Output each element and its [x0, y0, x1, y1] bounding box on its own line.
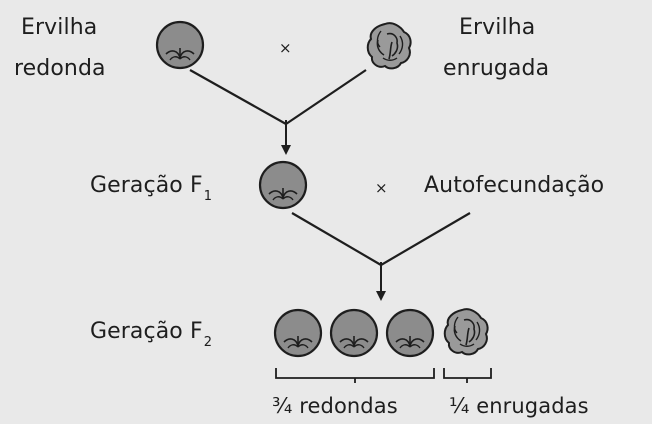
f1-generation-label: Geração F1 [90, 172, 213, 204]
f1-label-text: Geração F [90, 173, 203, 198]
parent-cross-symbol: × [279, 39, 292, 57]
f2-wrinkled-pea-icon [443, 308, 489, 356]
round-ratio-label: ¾ redondas [272, 394, 398, 418]
f2-round-pea-icon [329, 308, 379, 358]
parent-wrinkled-pea-icon [366, 22, 412, 70]
self-fertilization-label: Autofecundação [424, 173, 605, 198]
f2-label-text: Geração F [90, 319, 203, 344]
f1-round-pea-icon [258, 160, 308, 210]
wrinkled-pea-label-line2: enrugada [443, 56, 550, 81]
parent-round-pea-icon [155, 20, 205, 70]
round-group-brace [275, 368, 435, 383]
round-pea-label-line1: Ervilha [21, 15, 98, 40]
wrinkled-ratio-label: ¼ enrugadas [449, 394, 589, 418]
f2-round-pea-icon [273, 308, 323, 358]
wrinkled-group-brace [443, 368, 492, 383]
f1-subscript: 1 [203, 189, 213, 204]
f2-round-pea-icon [385, 308, 435, 358]
f1-cross-symbol: × [375, 179, 388, 197]
parent-cross-connector [189, 69, 367, 155]
round-pea-label-line2: redonda [14, 56, 106, 81]
f1-cross-connector [291, 212, 471, 301]
f2-generation-label: Geração F2 [90, 318, 213, 350]
f2-subscript: 2 [203, 335, 213, 350]
wrinkled-pea-label-line1: Ervilha [459, 15, 536, 40]
